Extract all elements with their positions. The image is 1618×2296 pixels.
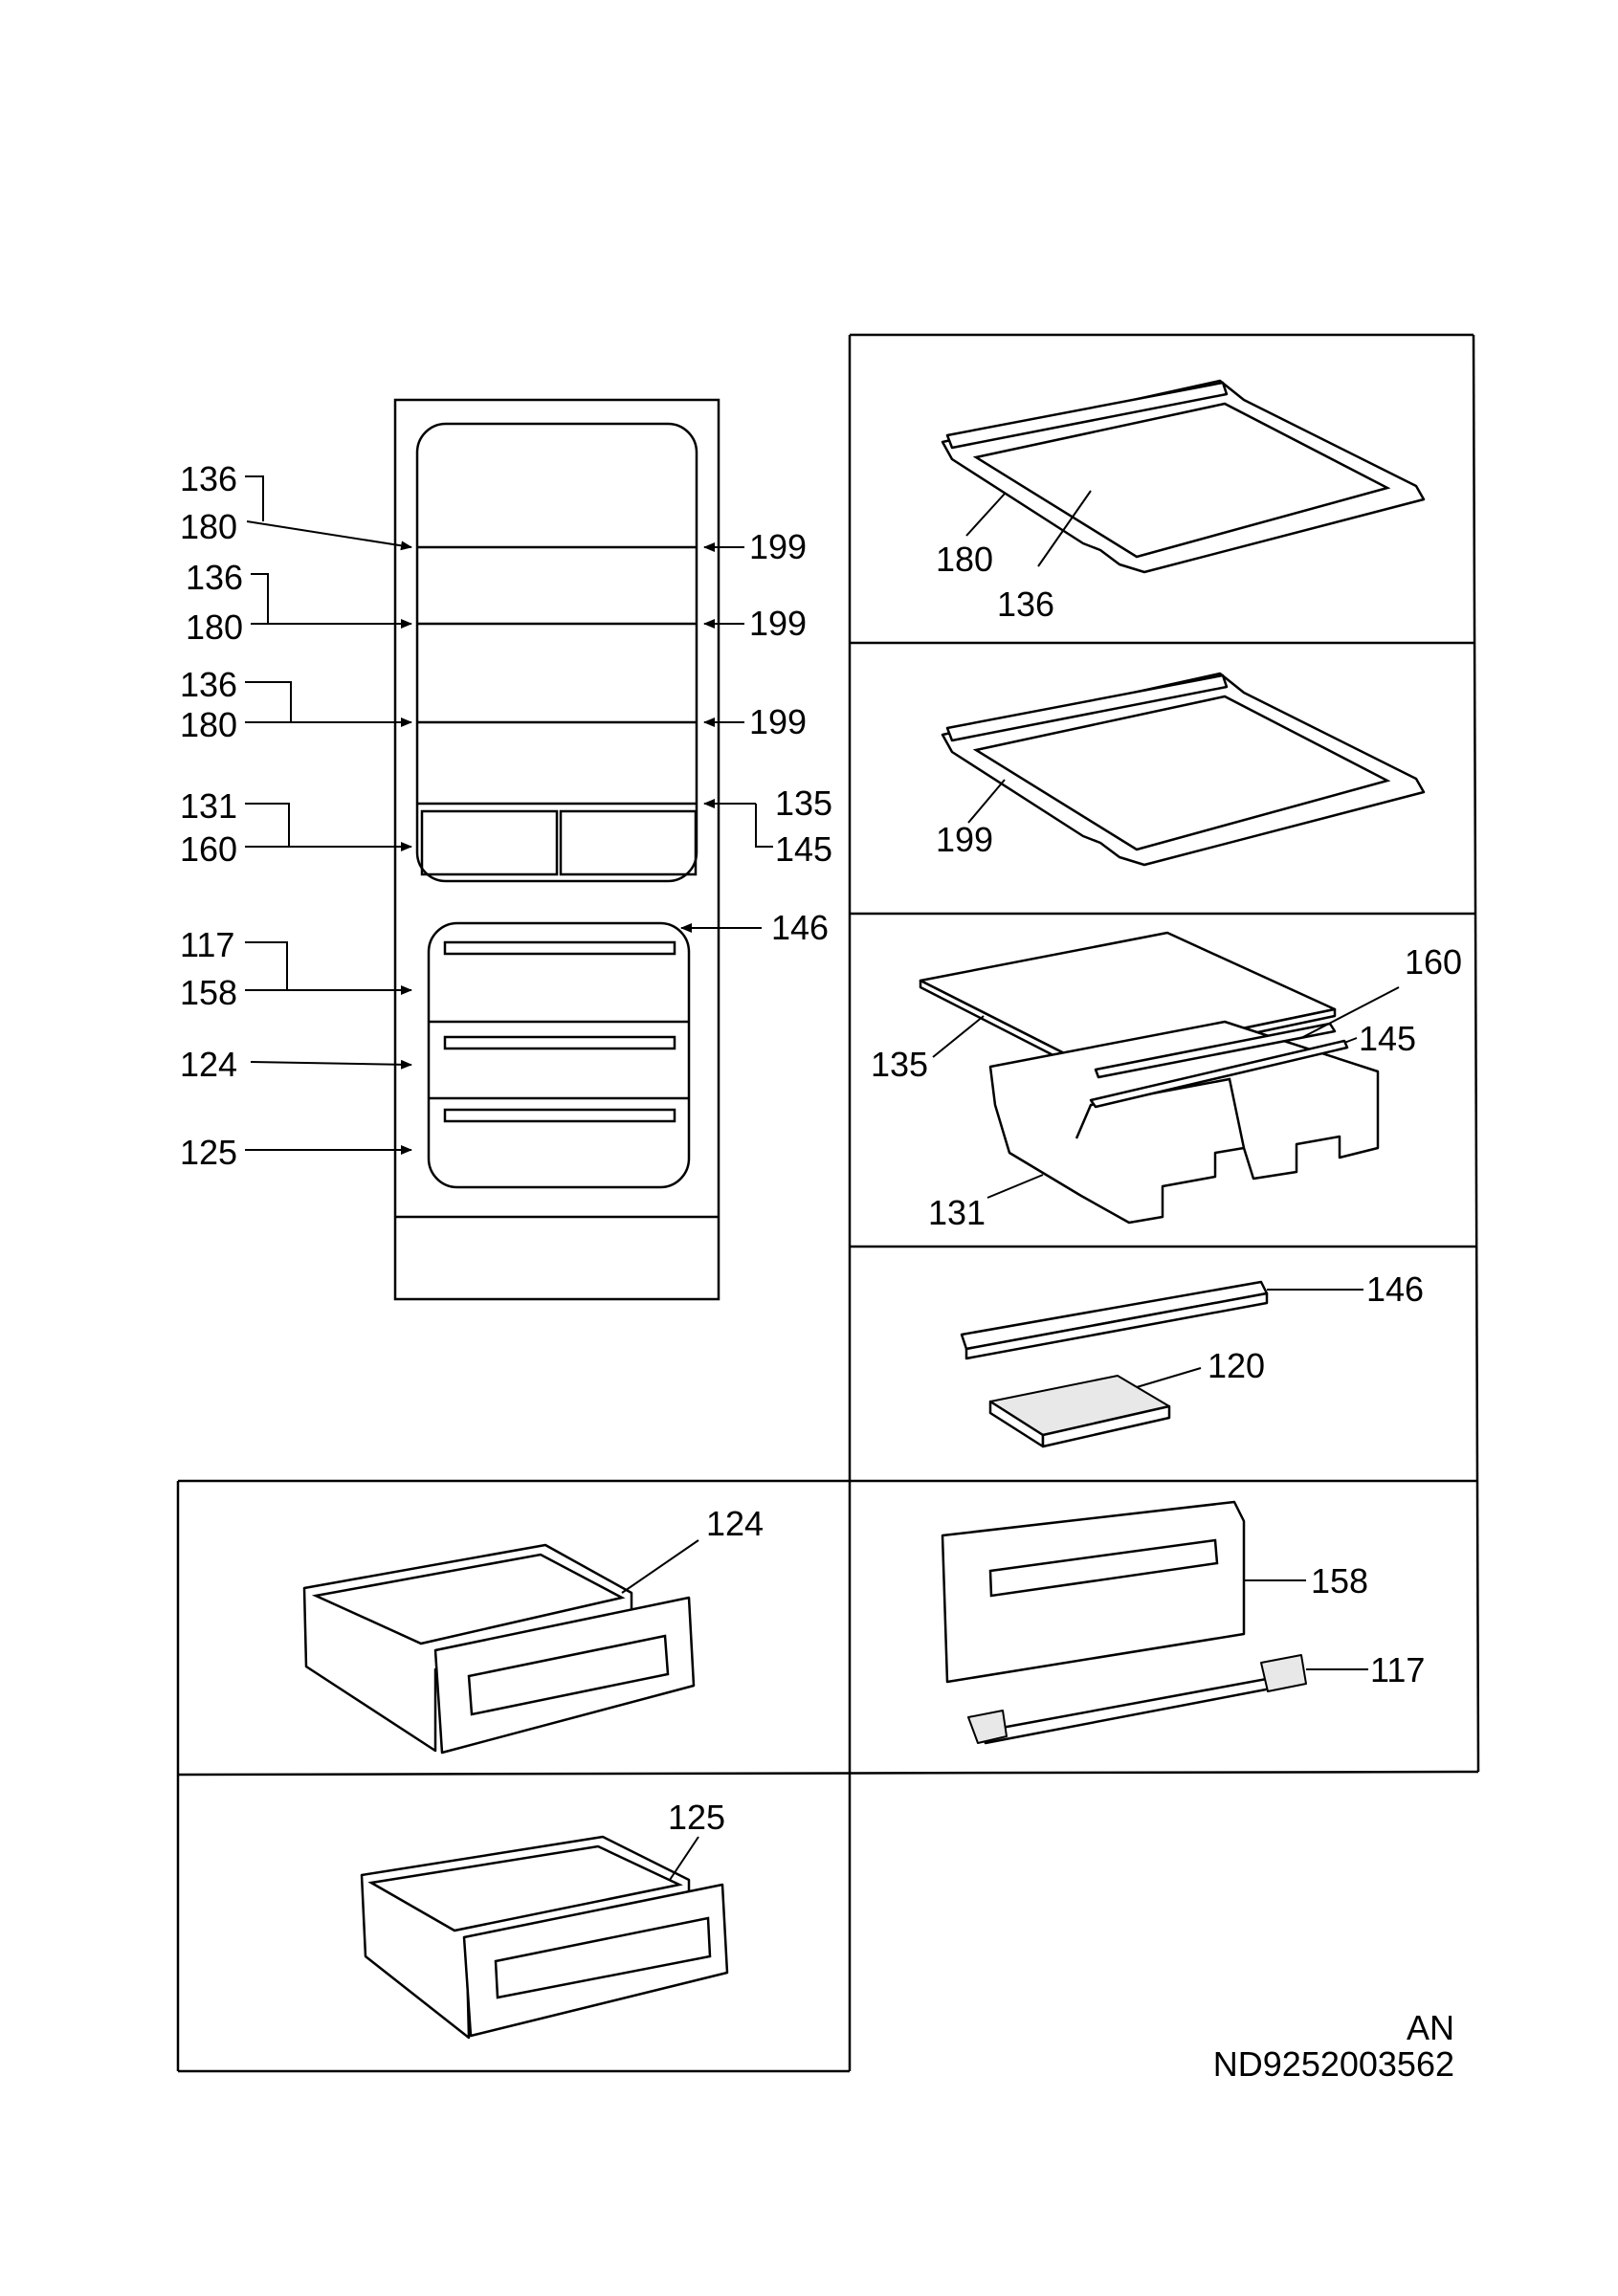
- drawer-125-handle: [494, 1916, 712, 1999]
- cabinet-outline: [393, 398, 720, 1301]
- leader-136-b: [251, 573, 269, 624]
- crisper-trim-strip: [1089, 1039, 1349, 1109]
- rail-bracket-right: [1260, 1654, 1307, 1692]
- panel-shelf-frame: 199: [936, 672, 1426, 867]
- label-135: 135: [775, 784, 832, 823]
- leader-135-crisper: [932, 1015, 985, 1058]
- shelf-frame-rear-trim: [945, 673, 1229, 742]
- crisper-cover-strip: [1094, 1022, 1337, 1079]
- leader-120-panel: [1136, 1367, 1202, 1388]
- panel-crisper: 160 135 145 131: [871, 931, 1462, 1232]
- label-124: 124: [180, 1045, 237, 1084]
- label-125: 125: [180, 1133, 237, 1172]
- leader-160-crisper: [1300, 986, 1400, 1039]
- label-drawer-124: 124: [706, 1504, 764, 1543]
- label-199-b: 199: [749, 604, 807, 643]
- label-180-a: 180: [180, 507, 237, 546]
- label-199-c: 199: [749, 702, 807, 741]
- leader-124: [250, 1059, 412, 1070]
- label-146: 146: [771, 908, 829, 947]
- label-136-a: 136: [180, 459, 237, 498]
- drawer-handle-3: [443, 1108, 676, 1123]
- label-136-c: 136: [180, 665, 237, 704]
- label-180-c: 180: [180, 705, 237, 744]
- leader-180-shelf: [965, 493, 1006, 537]
- label-shelf-136: 136: [997, 585, 1054, 624]
- drawer-124-handle: [467, 1634, 670, 1716]
- panel-drawer-front: 158 117: [941, 1500, 1425, 1745]
- trim-strip-146: [960, 1280, 1269, 1351]
- panel-shelf-glass: 180 136: [936, 379, 1426, 624]
- label-131: 131: [180, 786, 237, 826]
- leader-131-crisper: [986, 1174, 1044, 1199]
- freezer-compartment: [427, 921, 691, 1189]
- label-145: 145: [775, 829, 832, 869]
- leader-136-c: [245, 681, 292, 722]
- ice-tray-front: [1041, 1404, 1171, 1448]
- leader-136-shelf: [1037, 490, 1092, 567]
- label-crisper-145: 145: [1359, 1019, 1416, 1058]
- shelf-frame-outer: [941, 672, 1426, 867]
- label-crisper-131: 131: [928, 1193, 986, 1232]
- panel-grid: [176, 333, 1480, 2073]
- label-158: 158: [180, 973, 237, 1012]
- footer-code-line2: ND9252003562: [1213, 2044, 1454, 2084]
- leader-136-a: [245, 475, 264, 521]
- label-117: 117: [180, 925, 234, 964]
- leader-131: [245, 803, 290, 847]
- label-drawer-125: 125: [668, 1798, 725, 1837]
- drawer-handle-1: [443, 940, 676, 956]
- shelf-frame-inner: [972, 695, 1391, 851]
- label-crisper-135: 135: [871, 1045, 928, 1084]
- shelf-rear-trim: [945, 381, 1229, 450]
- drawer-front-handle: [988, 1538, 1219, 1598]
- drawer-rail-117: [979, 1674, 1288, 1745]
- label-acc-120: 120: [1208, 1346, 1265, 1385]
- shelf-glass-frame: [941, 379, 1426, 574]
- cabinet-overview: 136 180 136 180 136 180 131 160 117 158 …: [180, 398, 832, 1301]
- trim-strip-146-side: [964, 1292, 1269, 1360]
- shelf-glass-pane: [972, 402, 1391, 559]
- leader-145: [755, 804, 773, 848]
- fridge-compartment: [415, 422, 698, 883]
- drawer-125-front: [462, 1883, 729, 2038]
- label-160: 160: [180, 829, 237, 869]
- label-shelf-180: 180: [936, 540, 993, 579]
- panel-drawer-125: 125: [360, 1798, 729, 2040]
- label-crisper-160: 160: [1405, 942, 1462, 982]
- drawer-124-rim: [311, 1553, 626, 1645]
- drawer-front-158: [941, 1500, 1246, 1684]
- drawer-handle-2: [443, 1035, 676, 1050]
- crisper-right: [559, 809, 698, 876]
- panel-drawer-124: 124: [302, 1504, 764, 1755]
- drawer-124-front: [433, 1596, 696, 1755]
- label-front-158: 158: [1311, 1561, 1368, 1601]
- label-shelf-199: 199: [936, 820, 993, 859]
- leader-145-crisper: [1343, 1037, 1358, 1044]
- leader-125-panel: [669, 1836, 699, 1881]
- leader-180-a: [246, 520, 412, 551]
- leader-117: [245, 941, 288, 990]
- crisper-left: [420, 809, 559, 876]
- leader-199-shelf: [967, 779, 1006, 824]
- label-rail-117: 117: [1370, 1650, 1425, 1689]
- leader-124-panel: [621, 1539, 699, 1594]
- label-199-a: 199: [749, 527, 807, 566]
- panel-accessories: 146 120: [960, 1269, 1424, 1448]
- rail-bracket-left: [967, 1710, 1008, 1744]
- label-180-b: 180: [186, 607, 243, 647]
- label-136-b: 136: [186, 558, 243, 597]
- footer-code-line1: AN: [1407, 2008, 1454, 2047]
- label-acc-146: 146: [1366, 1269, 1424, 1309]
- grid-right: [1472, 334, 1480, 1773]
- drawer-125-rim: [367, 1844, 683, 1932]
- grid-h5: [177, 1770, 1479, 1777]
